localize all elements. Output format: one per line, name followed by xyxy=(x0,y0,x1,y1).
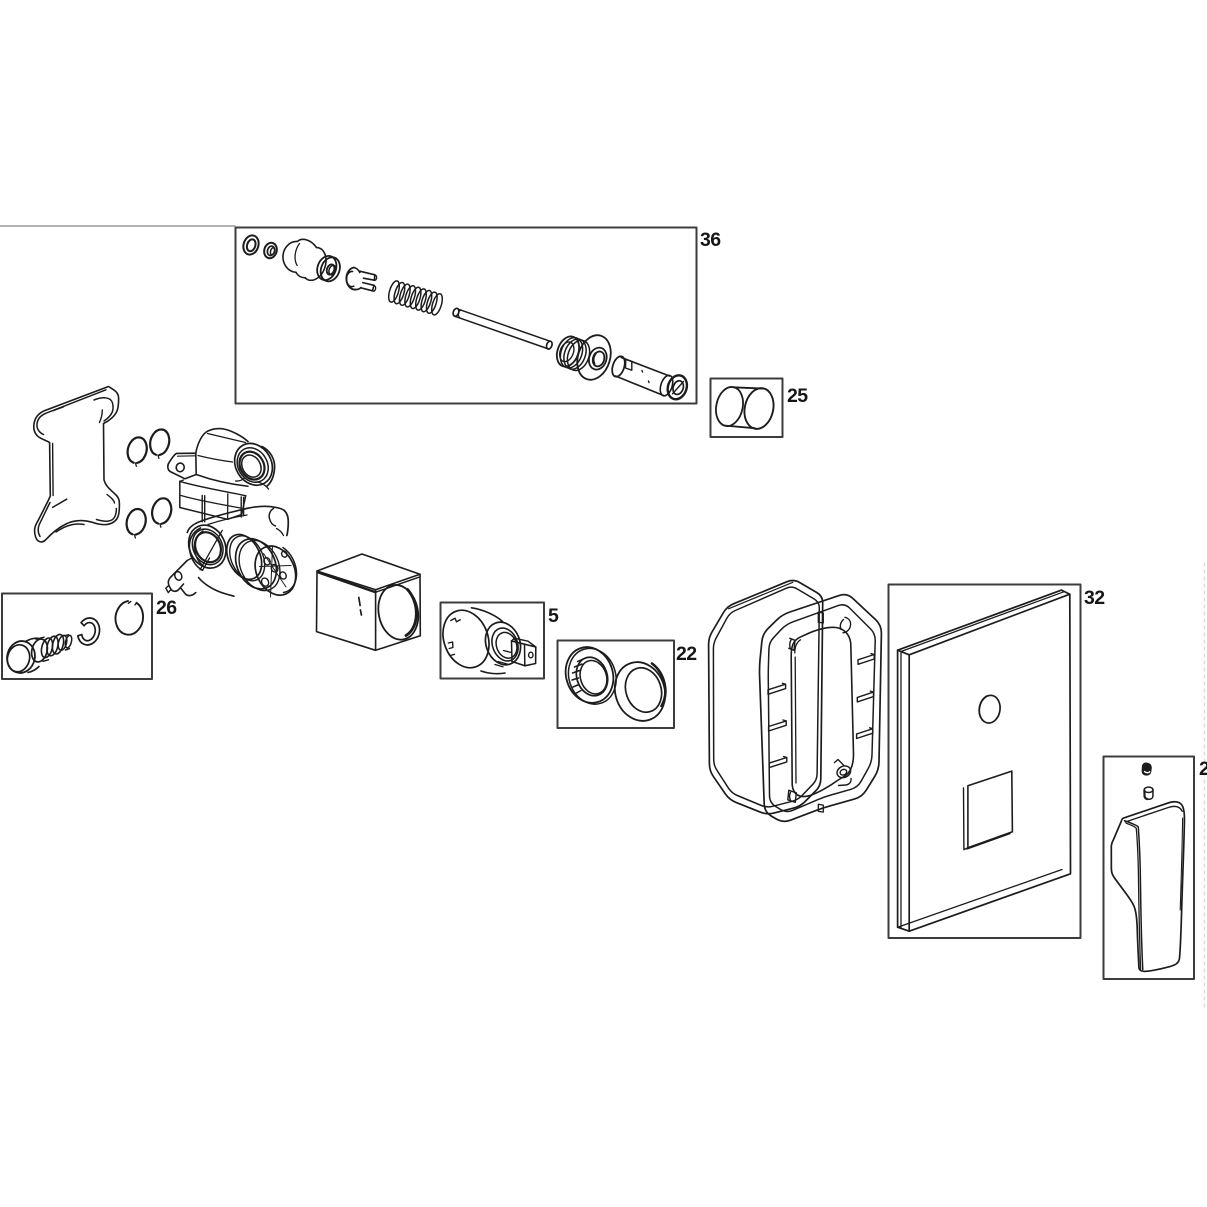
svg-text:2: 2 xyxy=(1199,758,1207,780)
svg-text:26: 26 xyxy=(156,597,177,619)
svg-text:5: 5 xyxy=(548,605,559,627)
svg-text:32: 32 xyxy=(1084,587,1105,609)
svg-text:36: 36 xyxy=(700,229,721,251)
svg-text:22: 22 xyxy=(676,643,697,665)
svg-text:25: 25 xyxy=(787,385,808,407)
